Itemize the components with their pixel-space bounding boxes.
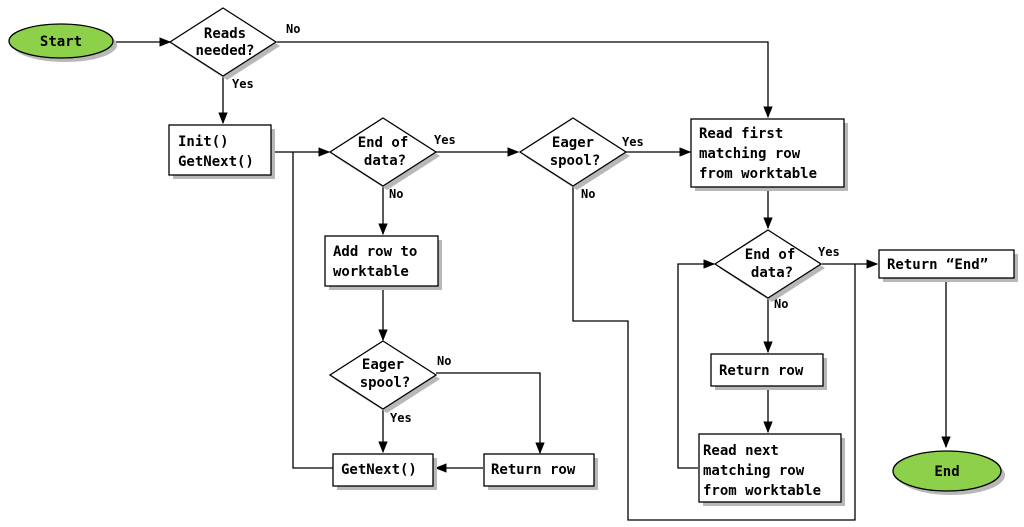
es1-label-1: Eager [552, 135, 594, 151]
eod2-label-1: End of [745, 247, 796, 263]
edge-readnext-loop [677, 259, 716, 469]
reads-needed-label-1: Reads [204, 26, 246, 42]
reads-needed-decision: Reads needed? [168, 7, 280, 80]
edge-reads-no [277, 41, 773, 119]
end-of-data-decision-1: End of data? [328, 117, 440, 190]
read-first-label-1: Read first [699, 126, 783, 142]
add-row-label-1: Add row to [333, 244, 417, 260]
read-first-label-3: from worktable [699, 166, 817, 182]
eod1-label-1: End of [358, 135, 409, 151]
read-first-label-2: matching row [699, 146, 801, 162]
init-label-1: Init() [178, 134, 229, 150]
es2-label-1: Eager [362, 357, 404, 373]
label-reads-yes: Yes [232, 77, 254, 91]
start-label: Start [40, 34, 82, 50]
edge-es1-no [572, 186, 856, 521]
eod2-label-2: data? [751, 265, 793, 281]
eod1-label-2: data? [364, 153, 406, 169]
reads-needed-label-2: needed? [195, 43, 254, 59]
return-row-1-label: Return row [491, 462, 576, 478]
label-eod1-no: No [389, 187, 403, 201]
label-es2-no: No [437, 354, 451, 368]
edge-getnext-loop [292, 152, 333, 469]
edge-es2-no [436, 372, 545, 455]
start-terminal: Start [8, 23, 117, 62]
label-es2-yes: Yes [390, 411, 412, 425]
read-next-label-2: matching row [703, 463, 805, 479]
return-row-2-label: Return row [719, 363, 804, 379]
add-row-box: Add row to worktable [324, 235, 442, 290]
eager-spool-decision-2: Eager spool? [328, 340, 440, 413]
label-es1-yes: Yes [622, 135, 644, 149]
label-eod2-no: No [774, 297, 788, 311]
return-end-label: Return “End” [887, 257, 988, 273]
init-label-2: GetNext() [178, 154, 254, 170]
connectors [115, 37, 951, 521]
return-end-box: Return “End” [878, 249, 1018, 282]
read-next-box: Read next matching row from worktable [698, 433, 845, 506]
end-label: End [934, 464, 959, 480]
add-row-label-2: worktable [333, 264, 409, 280]
label-eod2-yes: Yes [818, 245, 840, 259]
end-terminal: End [892, 450, 1005, 495]
read-next-label-3: from worktable [703, 483, 821, 499]
read-first-box: Read first matching row from worktable [690, 118, 848, 191]
es2-label-2: spool? [360, 375, 411, 391]
getnext-label: GetNext() [341, 462, 417, 478]
es1-label-2: spool? [550, 153, 601, 169]
init-getnext-box: Init() GetNext() [168, 124, 275, 179]
label-reads-no: No [286, 22, 300, 36]
getnext-box: GetNext() [332, 453, 437, 490]
edge-labels: No Yes Yes No Yes No No Yes Yes No [232, 22, 840, 425]
label-es1-no: No [581, 187, 595, 201]
return-row-box-2: Return row [710, 353, 827, 390]
end-of-data-decision-2: End of data? [713, 229, 825, 302]
return-row-box-1: Return row [483, 453, 598, 490]
read-next-label-1: Read next [703, 443, 779, 459]
label-eod1-yes: Yes [434, 133, 456, 147]
eager-spool-decision-1: Eager spool? [518, 117, 630, 190]
